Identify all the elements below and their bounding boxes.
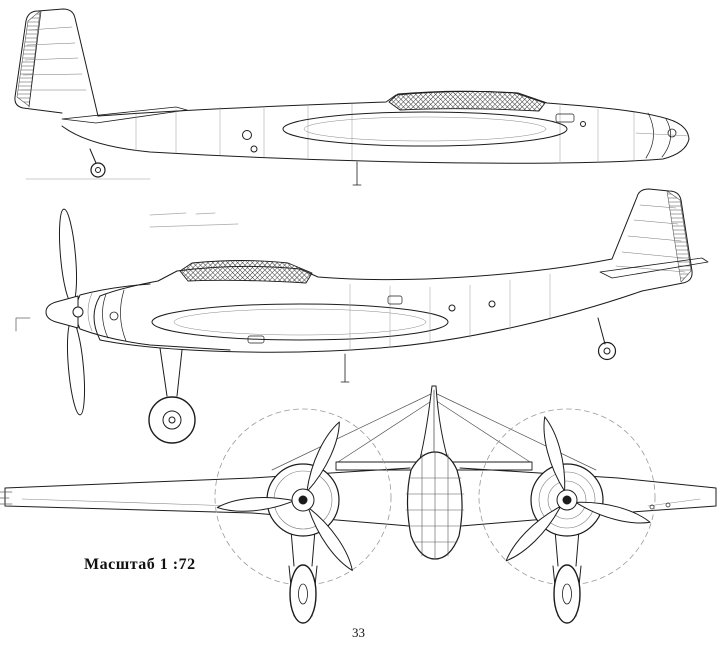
propeller-right	[501, 414, 653, 566]
engine-nacelle-right	[501, 414, 653, 566]
wheel-left	[289, 564, 317, 624]
hub-right	[562, 495, 572, 505]
pitot-tube	[352, 161, 362, 186]
left-margin-mark	[15, 317, 31, 332]
tail-fin	[611, 188, 693, 292]
tailplane	[599, 257, 709, 279]
scale-label: Масштаб 1 :72	[84, 556, 196, 573]
propeller-left	[216, 418, 359, 575]
view-side-nose-left	[15, 188, 709, 444]
landing-gear-left	[288, 529, 318, 624]
view-front	[0, 385, 717, 624]
rudder-hinge-line	[28, 10, 42, 108]
aileron-lines	[21, 498, 701, 507]
wing-light	[649, 504, 655, 510]
nose-glazing	[102, 289, 127, 342]
wingtip-ticks	[0, 491, 13, 505]
nose-glazing	[635, 112, 690, 159]
propeller-hub	[72, 306, 84, 318]
fuselage-front	[405, 451, 465, 560]
bracing-wires	[271, 392, 597, 471]
pitot-tube	[340, 353, 350, 383]
engine-nacelle-left	[216, 418, 359, 575]
fuselage-outline	[61, 90, 690, 164]
fin-rib-lines	[615, 204, 686, 273]
wing-root-inner-line	[303, 116, 547, 142]
fuselage-hatches	[247, 295, 496, 344]
wing-root-inner-line	[173, 308, 427, 336]
main-landing-gear	[148, 347, 196, 444]
main-wheel	[148, 396, 196, 444]
panel-lines	[349, 273, 551, 351]
tail-fin	[14, 8, 99, 117]
hub-left	[298, 495, 308, 505]
wheel-right	[553, 564, 581, 624]
fin-rib-lines	[20, 26, 87, 91]
wing-root-section	[282, 111, 568, 147]
tail-wheel	[597, 317, 617, 361]
wing-root-section	[151, 303, 449, 341]
wing	[0, 467, 717, 527]
rudder-hatch	[666, 190, 692, 283]
nose-glazing-grid	[405, 451, 465, 560]
faint-construction-marks	[149, 212, 239, 228]
wing-light	[665, 502, 671, 508]
canopy-glazing	[179, 260, 313, 284]
tailplane	[61, 106, 188, 124]
page-number: 33	[352, 625, 365, 640]
view-side-nose-right	[14, 8, 690, 186]
tail-wheel	[25, 148, 151, 180]
canopy-glazing	[388, 90, 546, 112]
landing-gear-right	[552, 529, 582, 624]
rudder-hatch	[16, 10, 41, 107]
propeller	[45, 208, 86, 416]
engine-nacelle	[75, 283, 231, 351]
fuselage-hatches	[242, 113, 586, 153]
